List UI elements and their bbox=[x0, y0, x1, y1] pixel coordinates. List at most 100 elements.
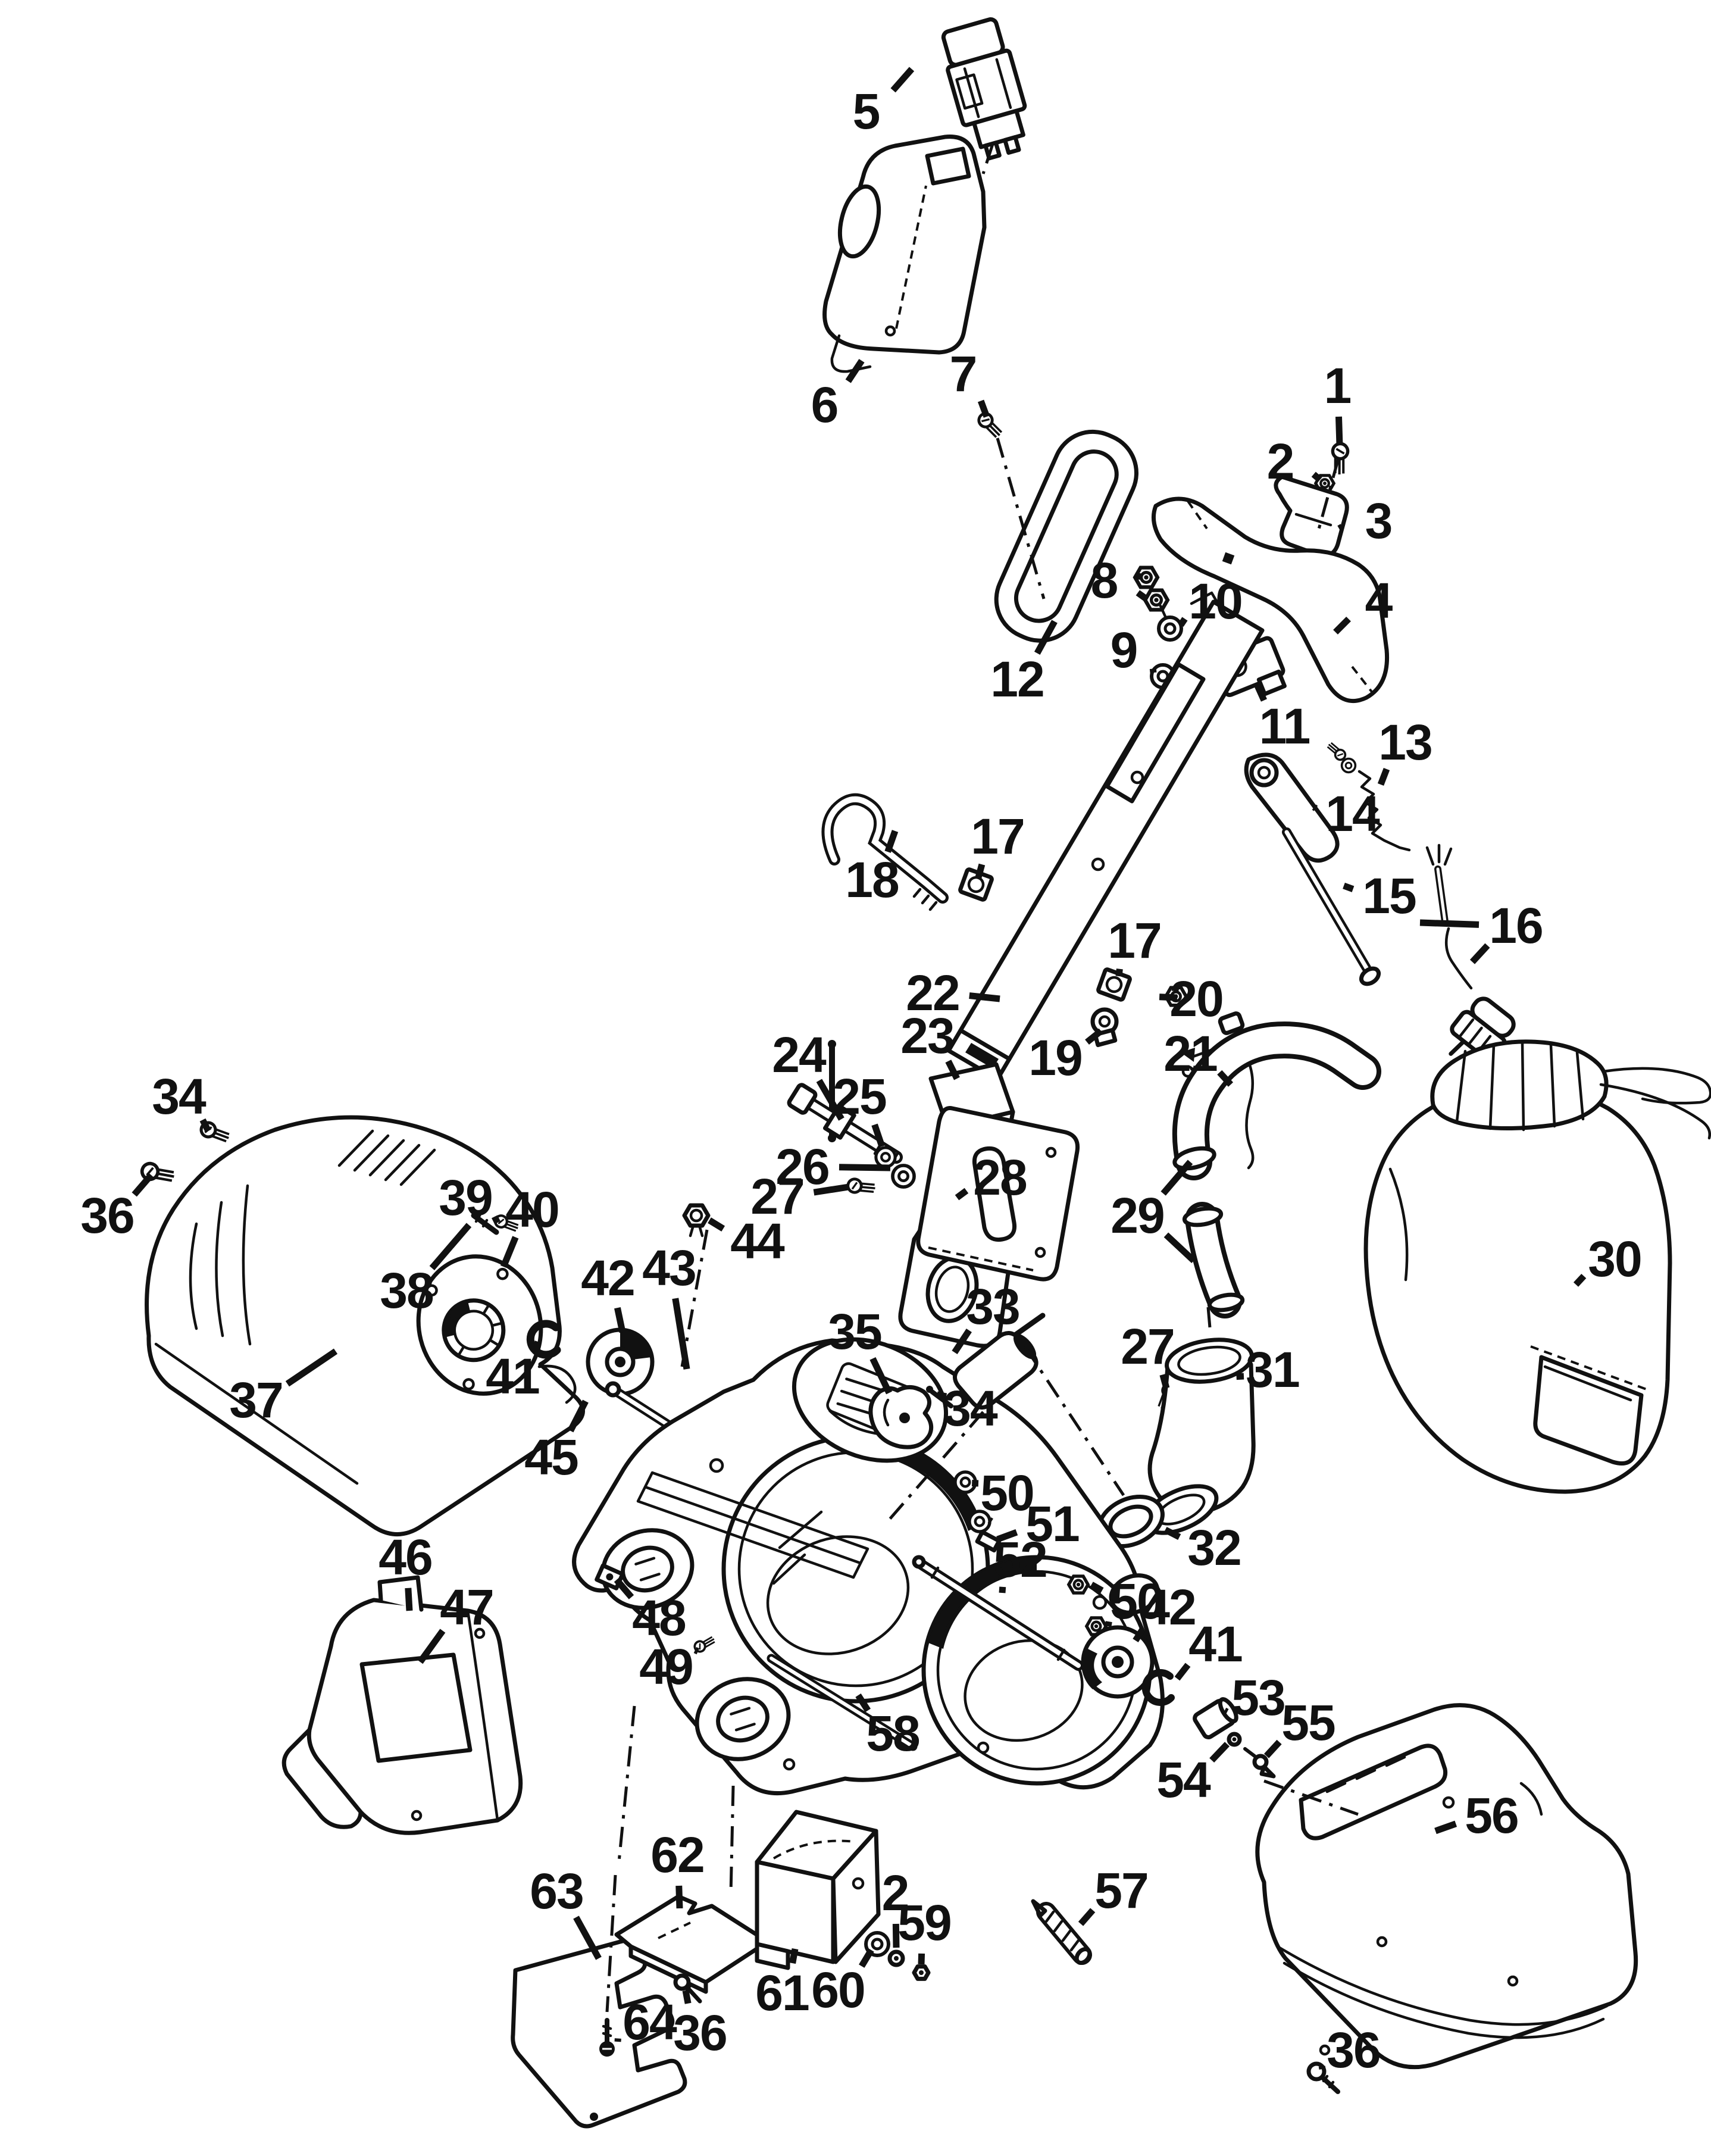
callout-42: 42 bbox=[1133, 1579, 1197, 1642]
callout-number-11: 11 bbox=[1259, 698, 1310, 754]
callout-35: 35 bbox=[828, 1304, 892, 1395]
callout-50: 50 bbox=[1090, 1573, 1165, 1629]
callout-number-27: 27 bbox=[750, 1168, 803, 1224]
callout-leader-61 bbox=[789, 1948, 799, 1964]
callout-42: 42 bbox=[581, 1250, 636, 1333]
part-elbow-31 bbox=[1143, 1338, 1256, 1535]
callout-57: 57 bbox=[1078, 1863, 1149, 1926]
callout-leader-29 bbox=[1161, 1160, 1193, 1196]
callout-3: 3 bbox=[1337, 493, 1393, 549]
part-motor-cover-37 bbox=[145, 1115, 585, 1536]
callout-leader-44 bbox=[708, 1217, 725, 1232]
part-handle-trim bbox=[994, 429, 1138, 643]
callout-27: 27 bbox=[1121, 1318, 1175, 1389]
callout-number-3: 3 bbox=[1365, 493, 1392, 549]
callout-leader-34 bbox=[936, 1391, 947, 1400]
part-washer-25 bbox=[876, 1148, 895, 1167]
callout-leader-47 bbox=[417, 1629, 446, 1664]
assembly-axes bbox=[605, 143, 1359, 2013]
callout-37: 37 bbox=[229, 1348, 338, 1428]
callout-60: 60 bbox=[811, 1948, 874, 2018]
part-washer-54 bbox=[1227, 1732, 1242, 1747]
part-clip-nut-17b bbox=[1096, 967, 1132, 1002]
callout-number-14: 14 bbox=[1325, 786, 1380, 842]
callout-number-6: 6 bbox=[811, 377, 838, 433]
callout-number-24: 24 bbox=[772, 1027, 827, 1083]
callout-number-12: 12 bbox=[990, 651, 1043, 707]
callout-number-60: 60 bbox=[811, 1962, 864, 2018]
callout-21: 21 bbox=[1163, 1026, 1234, 1087]
callout-number-44: 44 bbox=[730, 1213, 785, 1269]
callout-leader-11 bbox=[1253, 683, 1267, 702]
callout-2: 2 bbox=[882, 1865, 909, 1948]
part-retaining-ring-41b bbox=[1141, 1669, 1175, 1706]
callout-number-22: 22 bbox=[906, 965, 959, 1021]
callout-leader-23 bbox=[945, 1060, 960, 1080]
callout-leader-33 bbox=[952, 1328, 972, 1355]
callout-27: 27 bbox=[750, 1168, 849, 1224]
callout-number-43: 43 bbox=[642, 1240, 695, 1296]
callout-41: 41 bbox=[486, 1341, 542, 1404]
callout-36: 36 bbox=[1318, 2022, 1381, 2078]
callout-64: 64 bbox=[614, 1994, 678, 2050]
callout-53: 53 bbox=[1223, 1670, 1286, 1726]
callout-leader-16 bbox=[1419, 919, 1479, 928]
callout-46: 46 bbox=[379, 1529, 433, 1611]
callout-17: 17 bbox=[971, 808, 1025, 879]
callout-leader-16 bbox=[1469, 943, 1490, 964]
callout-38: 38 bbox=[380, 1223, 472, 1318]
callout-leader-24 bbox=[816, 1079, 844, 1121]
callout-leader-21 bbox=[1217, 1070, 1234, 1087]
callout-leader-37 bbox=[285, 1348, 338, 1387]
part-duct-bracket-28 bbox=[898, 1105, 1080, 1348]
callout-leader-50 bbox=[987, 1517, 993, 1524]
callout-8: 8 bbox=[1091, 552, 1149, 608]
callout-number-17: 17 bbox=[971, 808, 1024, 864]
callout-number-45: 45 bbox=[524, 1429, 578, 1485]
part-pin-34b bbox=[926, 1386, 953, 1408]
callout-13: 13 bbox=[1377, 714, 1433, 786]
part-handle-cover bbox=[822, 135, 987, 373]
callout-62: 62 bbox=[650, 1827, 705, 1909]
callout-leader-19 bbox=[1085, 1028, 1103, 1045]
callout-number-53: 53 bbox=[1231, 1670, 1284, 1726]
callout-number-36: 36 bbox=[80, 1188, 133, 1243]
part-screw-27a bbox=[846, 1177, 876, 1197]
callout-17: 17 bbox=[1108, 913, 1162, 977]
callout-leader-1 bbox=[1335, 416, 1343, 446]
part-link-rod-15 bbox=[1282, 827, 1381, 986]
callout-2: 2 bbox=[1267, 433, 1322, 489]
part-grip-lever-14 bbox=[1244, 752, 1340, 863]
part-screw-55 bbox=[1243, 1747, 1276, 1779]
callout-number-35: 35 bbox=[828, 1304, 881, 1360]
callout-leader-57 bbox=[1078, 1908, 1096, 1926]
part-bushing-53 bbox=[1193, 1697, 1238, 1739]
callout-24: 24 bbox=[772, 1027, 844, 1121]
callout-leader-27 bbox=[1159, 1373, 1170, 1389]
callout-14: 14 bbox=[1312, 786, 1381, 842]
callout-number-7: 7 bbox=[950, 346, 977, 402]
callout-leader-31 bbox=[1236, 1373, 1244, 1380]
callout-number-29: 29 bbox=[1111, 1188, 1163, 1243]
callout-number-38: 38 bbox=[380, 1263, 433, 1318]
callout-leader-25 bbox=[871, 1123, 886, 1148]
callout-number-41: 41 bbox=[486, 1348, 539, 1404]
callout-number-58: 58 bbox=[866, 1705, 919, 1761]
callout-leader-62 bbox=[675, 1885, 683, 1909]
callout-number-5: 5 bbox=[853, 83, 880, 139]
callout-leader-50 bbox=[1090, 1582, 1104, 1593]
callout-leader-59 bbox=[918, 1953, 925, 1965]
part-axle-52 bbox=[912, 1555, 1084, 1671]
callout-leader-26 bbox=[839, 1164, 891, 1171]
part-pulley-42a bbox=[586, 1327, 655, 1396]
callout-1: 1 bbox=[1324, 358, 1352, 446]
callout-52: 52 bbox=[993, 1532, 1048, 1593]
callout-36: 36 bbox=[80, 1173, 154, 1243]
part-handle-grip bbox=[1151, 496, 1390, 704]
callout-33: 33 bbox=[952, 1279, 1021, 1355]
callout-leader-20 bbox=[1159, 993, 1178, 1001]
callout-number-57: 57 bbox=[1094, 1863, 1147, 1918]
part-roller-pin-57 bbox=[1031, 1899, 1092, 1966]
